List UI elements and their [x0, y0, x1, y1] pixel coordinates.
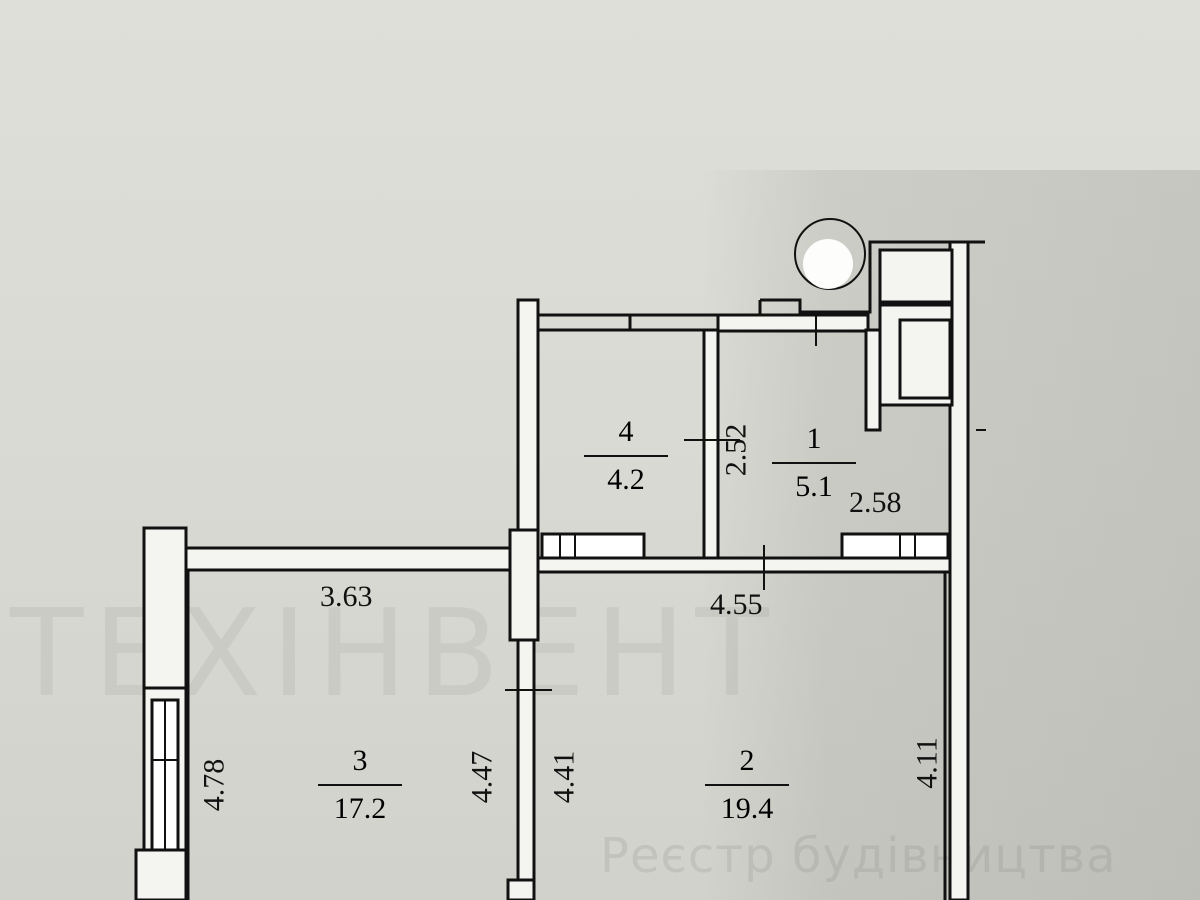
- window-room1: [840, 532, 950, 560]
- room-2: 2 19.4: [692, 744, 802, 826]
- wall-column: [508, 528, 540, 642]
- wall-balcony-inner: [898, 318, 952, 400]
- wall-room4-room1: [702, 328, 720, 560]
- dimension-room1-width: 2.58: [849, 486, 902, 519]
- room-1-number: 1: [806, 422, 822, 455]
- room-4-number: 4: [618, 415, 634, 448]
- room-2-number: 2: [739, 744, 755, 777]
- room-4-rule: [584, 455, 668, 457]
- north-marker-circle: [794, 218, 866, 290]
- wall-horizontal-mid: [184, 546, 520, 572]
- north-marker-highlight: [803, 239, 853, 289]
- dimension-room3-right: 4.47: [465, 750, 499, 804]
- watermark: ТЕХІНВЕНТ: [10, 585, 779, 724]
- room-2-rule: [705, 784, 789, 786]
- room-3-number: 3: [352, 744, 368, 777]
- room-4: 4 4.2: [571, 415, 681, 497]
- dimension-room3-width: 3.63: [320, 580, 373, 613]
- room-3: 3 17.2: [305, 744, 415, 826]
- dimension-room2-left: 4.41: [547, 750, 581, 804]
- room-1: 1 5.1: [759, 422, 869, 504]
- watermark-secondary: Реєстр будівництва: [600, 828, 1117, 884]
- wall-room1-top: [716, 313, 870, 333]
- dimension-room4-height: 2.52: [719, 423, 753, 477]
- room-1-rule: [772, 462, 856, 464]
- wall-balcony-box1: [878, 248, 954, 304]
- window-room4: [540, 532, 646, 560]
- wall-left-outer: [142, 526, 188, 690]
- wall-center-foot: [506, 878, 536, 900]
- wall-corridor: [536, 556, 952, 574]
- room-3-rule: [318, 784, 402, 786]
- wall-left-upper: [516, 298, 540, 550]
- wall-center-lower: [516, 638, 536, 900]
- wall-left-base: [134, 848, 188, 900]
- wall-room1-right: [864, 328, 882, 432]
- dimension-room2-width: 4.55: [710, 588, 763, 621]
- room-3-area: 17.2: [333, 792, 387, 825]
- dimension-room2-right: 4.11: [910, 737, 944, 789]
- room-2-area: 19.4: [720, 792, 774, 825]
- room-4-area: 4.2: [607, 463, 645, 496]
- wall-top-balcony: [760, 240, 985, 314]
- room-1-area: 5.1: [795, 470, 833, 503]
- dimension-room3-left: 4.78: [197, 758, 231, 812]
